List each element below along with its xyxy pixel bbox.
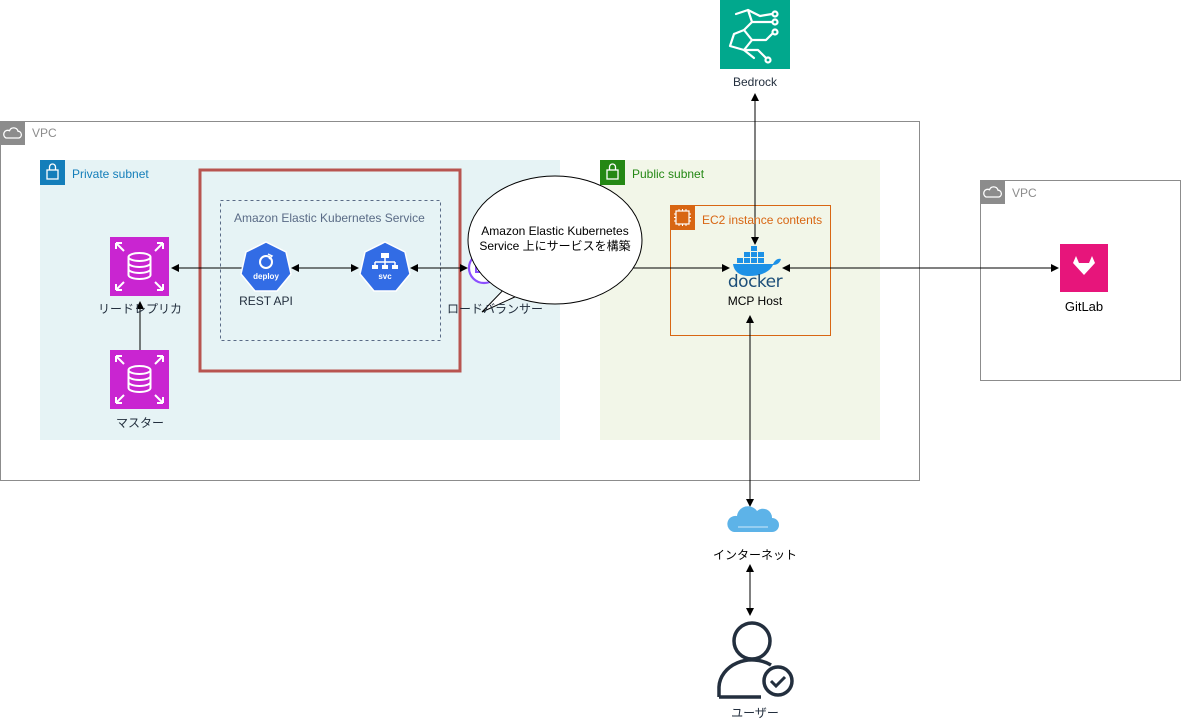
- user-icon: [717, 621, 794, 699]
- public-subnet-frame: [600, 160, 880, 440]
- eks-group-label: Amazon Elastic Kubernetes Service: [234, 211, 425, 225]
- k8s-deploy-icon: [240, 241, 292, 292]
- private-subnet-lock-icon: [40, 160, 65, 185]
- callout-text: Amazon Elastic Kubernetes Service 上にサービス…: [466, 224, 644, 254]
- rest-api-label: REST API: [239, 294, 293, 308]
- deploy-icon-text: deploy: [253, 272, 279, 281]
- callout-bubble: [467, 175, 643, 313]
- bedrock-icon: [720, 0, 790, 69]
- read-replica-label: リードレプリカ: [97, 302, 182, 316]
- internet-cloud-icon: [727, 506, 779, 532]
- vpc-cloud-icon: [0, 121, 25, 145]
- callout-line-1: Amazon Elastic Kubernetes: [481, 224, 629, 238]
- master-db-icon: [110, 350, 169, 409]
- private-subnet-label: Private subnet: [72, 167, 149, 181]
- internet-label: インターネット: [712, 548, 797, 562]
- gitlab-label: GitLab: [1064, 299, 1104, 314]
- load-balancer-label: ロードバランサー: [446, 302, 543, 316]
- mcp-host-label: MCP Host: [727, 294, 783, 308]
- bedrock-label: Bedrock: [732, 75, 778, 89]
- vpc-main-label: VPC: [32, 126, 57, 140]
- svc-icon-text: svc: [378, 272, 392, 281]
- k8s-svc-icon: [359, 241, 411, 292]
- callout-line-2: Service 上にサービスを構築: [479, 239, 631, 253]
- docker-icon: [733, 246, 781, 276]
- docker-wordmark: docker: [727, 272, 783, 292]
- public-subnet-label: Public subnet: [632, 167, 705, 181]
- ec2-group-label: EC2 instance contents: [702, 213, 823, 227]
- gitlab-icon: [1060, 244, 1108, 292]
- vpc-gitlab-label: VPC: [1012, 186, 1037, 200]
- vpc-gitlab-cloud-icon: [980, 180, 1005, 204]
- master-label: マスター: [115, 416, 164, 430]
- read-replica-db-icon: [110, 237, 169, 296]
- ec2-chip-icon: [670, 205, 695, 230]
- public-subnet-lock-icon: [600, 160, 625, 185]
- user-label: ユーザー: [731, 706, 779, 720]
